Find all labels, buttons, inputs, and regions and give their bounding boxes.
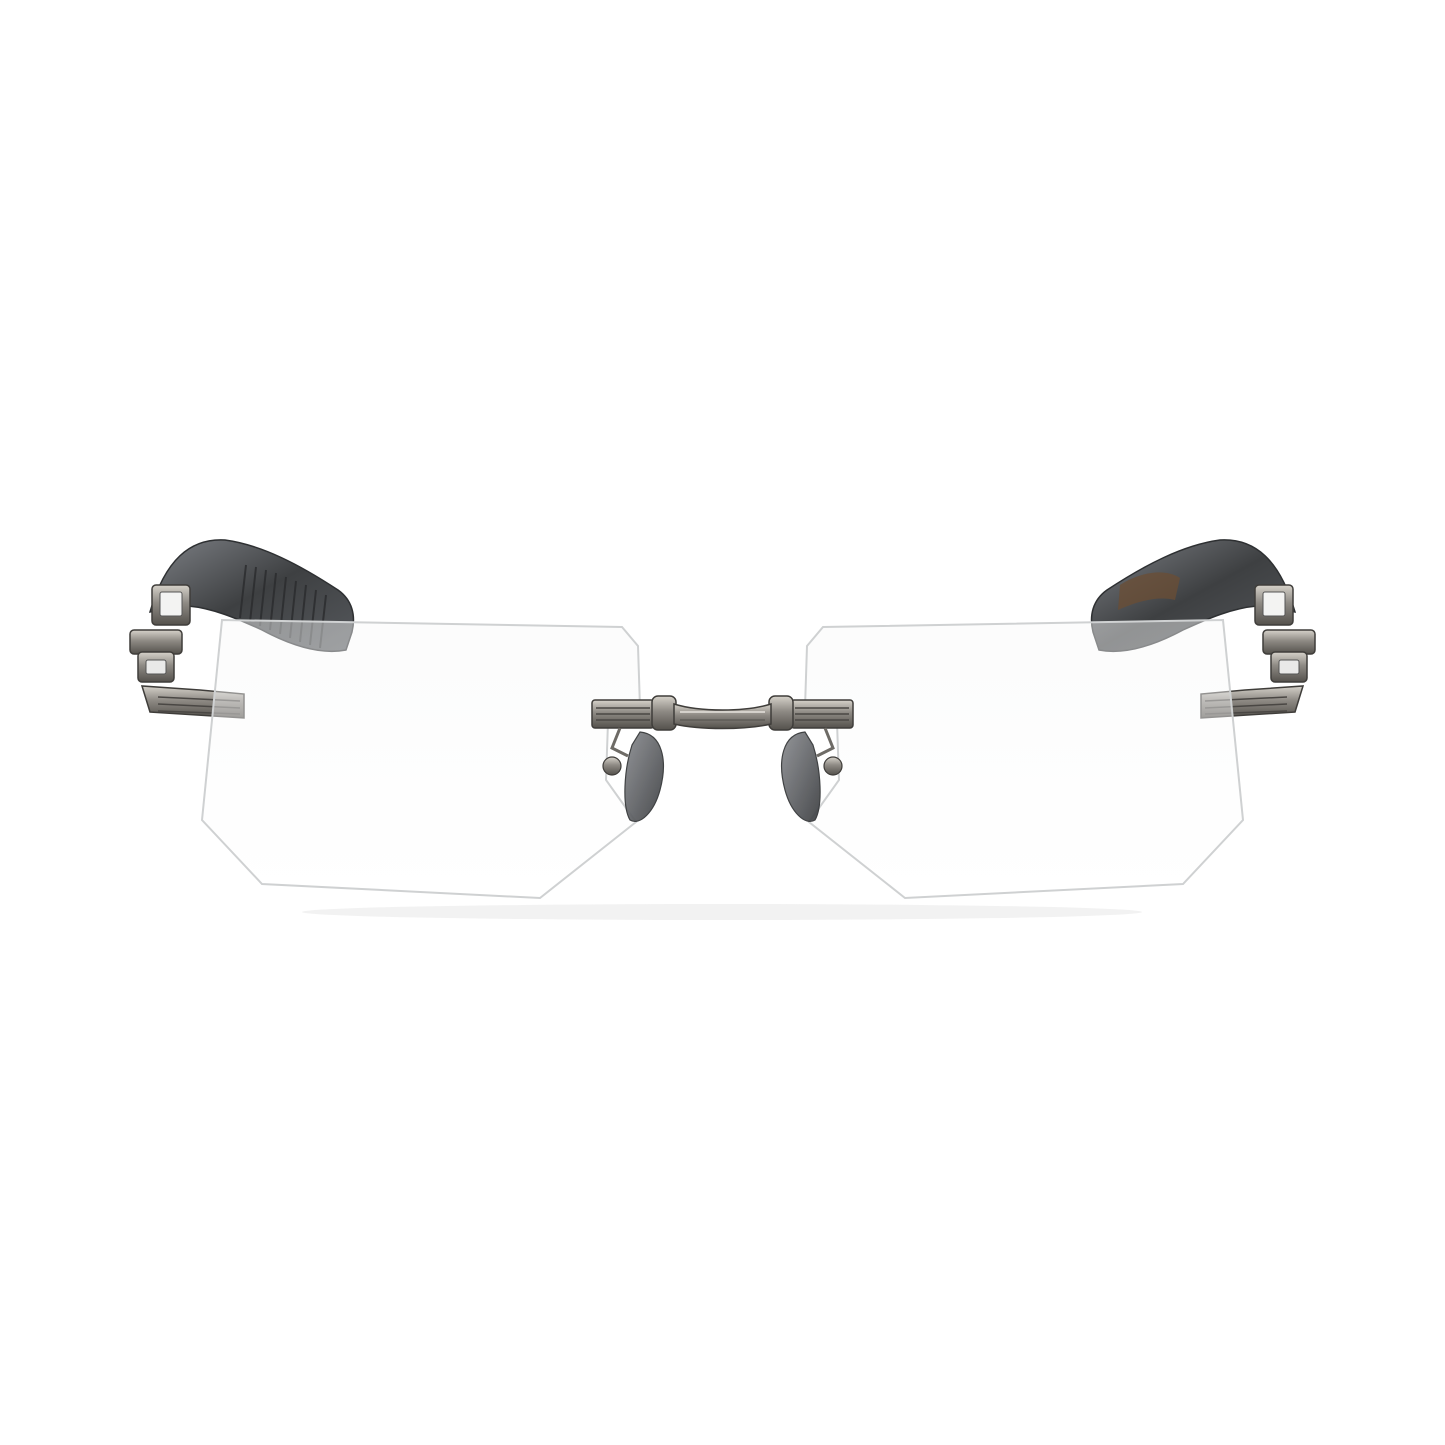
right-lens [803, 618, 1245, 900]
right-nose-pad [781, 727, 843, 822]
left-lens [200, 618, 642, 900]
bridge [591, 695, 854, 731]
ground-shadow [302, 904, 1142, 920]
left-nose-pad [602, 727, 664, 822]
